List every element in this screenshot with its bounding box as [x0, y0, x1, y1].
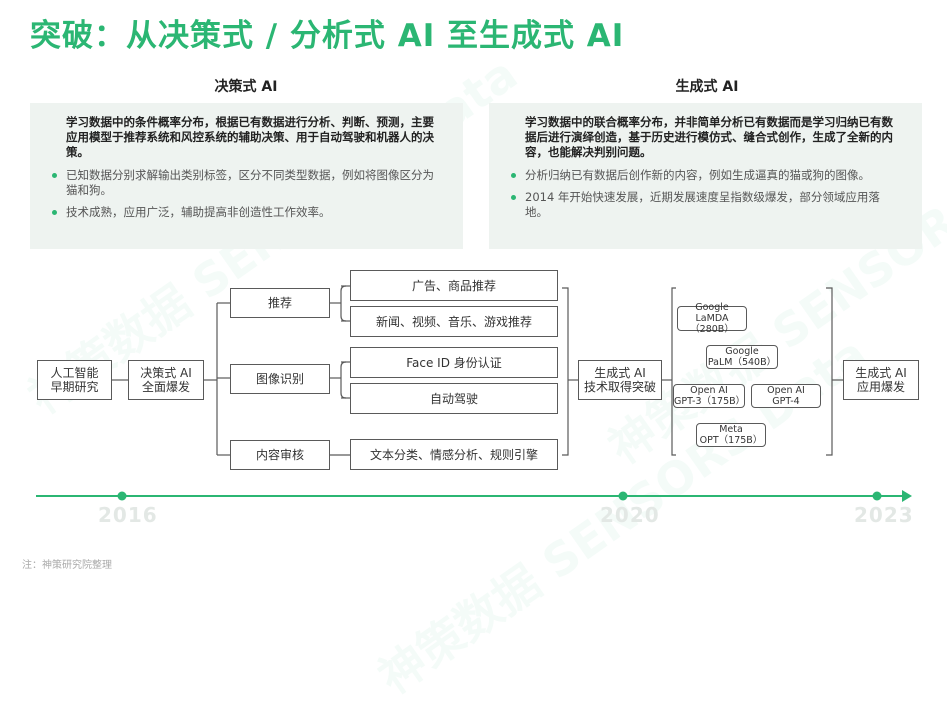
- source-note: 注：神策研究院整理: [22, 560, 112, 571]
- generative-ai-lead: 学习数据中的联合概率分布，并非简单分析已有数据而是学习归纳已有数据后进行演绎创造…: [525, 115, 893, 159]
- list-item: 2014 年开始快速发展，近期发展速度呈指数级爆发，部分领域应用落地。: [511, 190, 902, 220]
- ads-box: 广告、商品推荐: [350, 270, 558, 301]
- bullet-icon: [511, 195, 516, 200]
- decision-ai-panel: 学习数据中的条件概率分布，根据已有数据进行分析、判断、预测，主要应用模型于推荐系…: [30, 103, 463, 249]
- year-label: 2023: [854, 503, 914, 527]
- bullet-icon: [52, 173, 57, 178]
- year-label: 2020: [600, 503, 660, 527]
- decision-ai-lead: 学习数据中的条件概率分布，根据已有数据进行分析、判断、预测，主要应用模型于推荐系…: [66, 115, 434, 159]
- decision-burst-box: 决策式 AI 全面爆发: [128, 360, 204, 400]
- page-title: 突破：从决策式 / 分析式 AI 至生成式 AI: [30, 18, 625, 54]
- list-item: 已知数据分别求解输出类别标签，区分不同类型数据，例如将图像区分为猫和狗。: [52, 168, 443, 198]
- model-gpt4: Open AI GPT-4: [751, 384, 821, 408]
- gen-breakthrough-box: 生成式 AI 技术取得突破: [578, 360, 662, 400]
- faceid-box: Face ID 身份认证: [350, 347, 558, 378]
- model-lamda: Google LaMDA（280B）: [677, 302, 747, 335]
- flow-connectors: [36, 285, 912, 502]
- list-item: 分析归纳已有数据后创作新的内容，例如生成逼真的猫或狗的图像。: [511, 168, 902, 183]
- autodrive-box: 自动驾驶: [350, 383, 558, 414]
- image-recognition-box: 图像识别: [230, 364, 330, 394]
- model-opt: Meta OPT（175B）: [696, 423, 766, 447]
- content-review-box: 内容审核: [230, 440, 330, 470]
- early-research-box: 人工智能 早期研究: [37, 360, 112, 400]
- bullet-icon: [511, 173, 516, 178]
- right-heading: 生成式 AI: [675, 79, 739, 95]
- generative-ai-panel: 学习数据中的联合概率分布，并非简单分析已有数据而是学习归纳已有数据后进行演绎创造…: [489, 103, 922, 249]
- recommend-box: 推荐: [230, 288, 330, 318]
- news-box: 新闻、视频、音乐、游戏推荐: [350, 306, 558, 337]
- left-heading: 决策式 AI: [214, 79, 278, 95]
- model-gpt3: Open AI GPT-3（175B）: [673, 384, 746, 408]
- model-palm: Google PaLM（540B）: [706, 345, 778, 369]
- text-classification-box: 文本分类、情感分析、规则引擎: [350, 439, 558, 470]
- gen-application-box: 生成式 AI 应用爆发: [843, 360, 919, 400]
- list-item: 技术成熟，应用广泛，辅助提高非创造性工作效率。: [52, 205, 443, 220]
- bullet-icon: [52, 210, 57, 215]
- year-label: 2016: [98, 503, 158, 527]
